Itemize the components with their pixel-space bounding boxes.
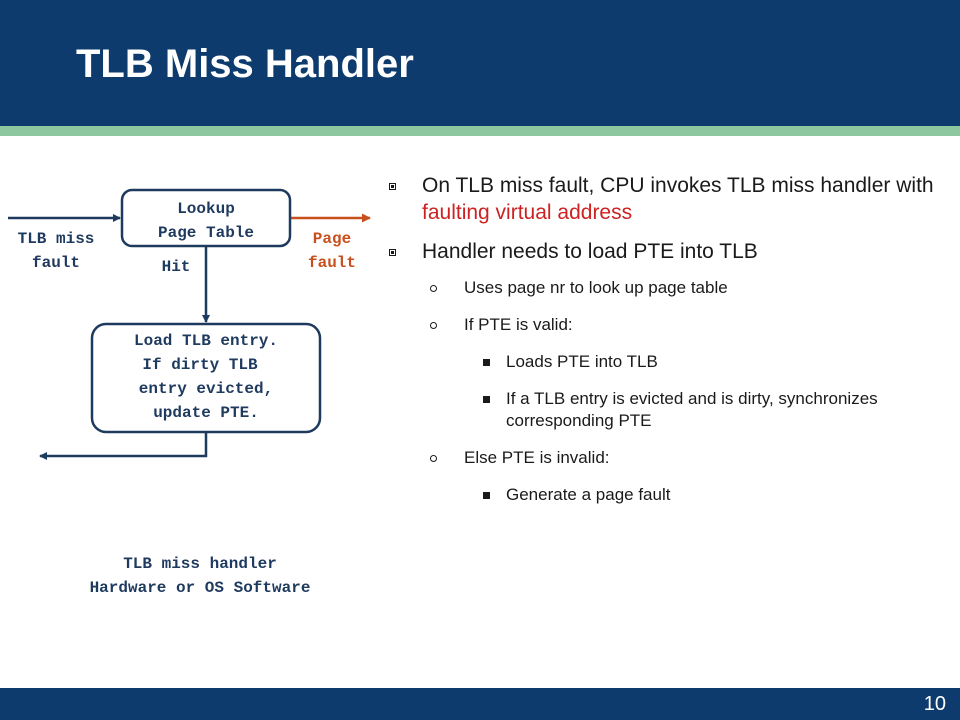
circle-bullet-icon	[430, 322, 437, 329]
lookup-label-line1: Lookup	[177, 200, 235, 218]
square-bullet-icon	[389, 183, 396, 190]
header-stripe	[0, 126, 960, 136]
bullet-text: On TLB miss fault, CPU invokes TLB miss …	[422, 174, 934, 197]
page-fault-label-line1: Page	[313, 230, 351, 248]
filled-square-bullet-icon	[483, 359, 490, 366]
subsubbullet-text: Generate a page fault	[506, 485, 671, 504]
bullet-highlight: faulting virtual address	[422, 201, 633, 224]
subsubbullet-page-fault: Generate a page fault	[384, 484, 944, 506]
subsubbullet-load-pte: Loads PTE into TLB	[384, 351, 944, 373]
hit-label: Hit	[162, 258, 191, 276]
bullet-handler-load-pte: Handler needs to load PTE into TLB	[384, 238, 944, 265]
subbullet-pte-valid: If PTE is valid:	[384, 314, 944, 336]
subbullet-text: Uses page nr to look up page table	[464, 278, 728, 297]
subsubbullet-text: Loads PTE into TLB	[506, 352, 658, 371]
load-label-line3: entry evicted,	[139, 380, 273, 398]
subbullet-text: Else PTE is invalid:	[464, 448, 610, 467]
slide-title: TLB Miss Handler	[76, 42, 414, 86]
tlb-miss-diagram: Lookup Page Table TLB miss fault Page fa…	[8, 188, 371, 597]
bullet-tlb-miss-fault: On TLB miss fault, CPU invokes TLB miss …	[384, 172, 944, 226]
subbullet-text: If PTE is valid:	[464, 315, 573, 334]
circle-bullet-icon	[430, 285, 437, 292]
page-fault-label-line2: fault	[308, 254, 356, 272]
tlb-miss-fault-label-line2: fault	[32, 254, 80, 272]
lookup-label-line2: Page Table	[158, 224, 254, 242]
caption-line2: Hardware or OS Software	[90, 579, 311, 597]
bullet-text: Handler needs to load PTE into TLB	[422, 240, 758, 263]
caption-line1: TLB miss handler	[123, 555, 277, 573]
footer-bar	[0, 688, 960, 720]
square-bullet-icon	[389, 249, 396, 256]
lookup-page-table-box	[120, 188, 292, 248]
return-arrow	[39, 432, 208, 460]
subsubbullet-text: If a TLB entry is evicted and is dirty, …	[506, 389, 878, 430]
load-label-line2: If dirty TLB	[142, 356, 258, 374]
load-tlb-entry-box	[90, 322, 322, 434]
tlb-miss-fault-label-line1: TLB miss	[18, 230, 95, 248]
subsubbullet-evicted-dirty: If a TLB entry is evicted and is dirty, …	[384, 388, 944, 432]
bullet-list: On TLB miss fault, CPU invokes TLB miss …	[384, 172, 944, 521]
subbullet-pte-invalid: Else PTE is invalid:	[384, 447, 944, 469]
circle-bullet-icon	[430, 455, 437, 462]
filled-square-bullet-icon	[483, 396, 490, 403]
load-label-line1: Load TLB entry.	[134, 332, 278, 350]
filled-square-bullet-icon	[483, 492, 490, 499]
header-bar	[0, 0, 960, 126]
page-number: 10	[923, 693, 946, 715]
load-label-line4: update PTE.	[153, 404, 259, 422]
subbullet-lookup: Uses page nr to look up page table	[384, 277, 944, 299]
